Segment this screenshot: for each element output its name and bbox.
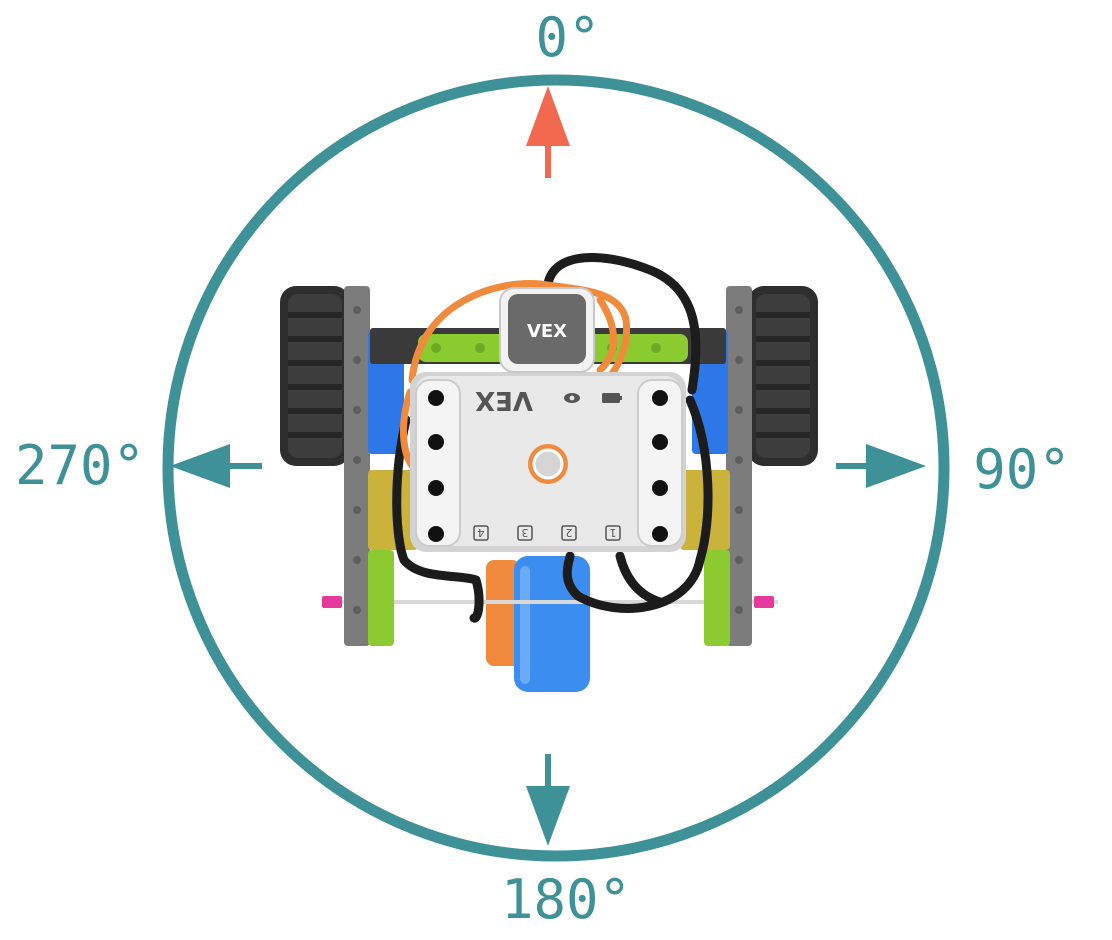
left-green-post [368, 550, 394, 646]
axle-clip-right [754, 596, 774, 608]
port-label-3: 3 [522, 526, 529, 539]
arrow-down-icon [526, 754, 570, 846]
arrow-right-icon [836, 444, 926, 488]
port-label-2: 2 [566, 526, 573, 539]
brain-right-peg-rail [637, 379, 683, 547]
sensor-logo: VEX [527, 321, 567, 342]
eye-icon [564, 393, 580, 403]
right-rail [726, 286, 752, 646]
vex-sensor-module: VEX [499, 287, 595, 373]
left-rail [344, 286, 370, 646]
brain-ports: 4 3 2 1 [473, 525, 621, 541]
heading-label-180: 180° [501, 868, 631, 931]
arrow-left-icon [170, 444, 262, 488]
port-label-4: 4 [478, 526, 485, 539]
brain-logo: VEX [475, 385, 533, 415]
battery-icon [602, 393, 622, 403]
heading-label-90: 90° [973, 438, 1071, 501]
arrow-up-icon [526, 86, 570, 178]
robot-top-view: VEX 4 3 2 1 [280, 253, 818, 692]
vex-brain: VEX 4 3 2 1 [410, 372, 686, 552]
left-wheel [280, 286, 350, 466]
right-green-post [704, 550, 730, 646]
port-label-1: 1 [610, 526, 617, 539]
axle-clip-left [322, 596, 342, 608]
brain-left-peg-rail [415, 379, 461, 547]
caster-wheel [486, 556, 590, 692]
heading-label-0: 0° [535, 6, 600, 69]
right-wheel [748, 286, 818, 466]
black-cables [392, 253, 713, 623]
heading-label-270: 270° [15, 434, 145, 497]
heading-ring [162, 74, 950, 862]
